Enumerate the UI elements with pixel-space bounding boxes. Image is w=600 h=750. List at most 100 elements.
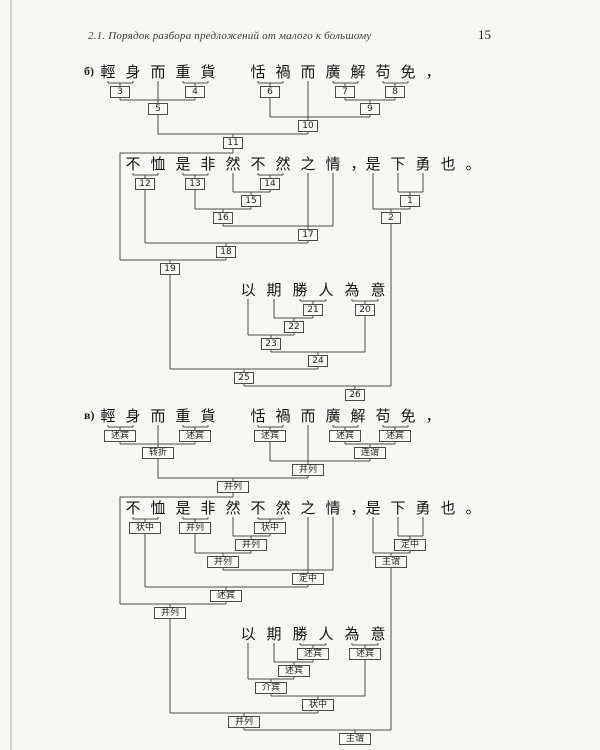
node-b20: 20 (355, 304, 375, 316)
hanzi-char: 不 (125, 155, 141, 173)
hanzi-char: 人 (318, 625, 334, 643)
sentence-line-l1b: 恬禍而廣解苟免， (250, 408, 441, 425)
node-b4: 4 (185, 86, 205, 98)
hanzi-char: 以 (240, 625, 256, 643)
punctuation-char: ， (350, 155, 366, 173)
hanzi-char: 是 (365, 155, 381, 173)
hanzi-char: 也 (440, 155, 456, 173)
section-label: в) (84, 408, 95, 422)
hanzi-char: 勝 (292, 625, 308, 643)
hanzi-char: 非 (200, 499, 216, 517)
hanzi-char: 勝 (292, 281, 308, 299)
sentence-line-l3: 以期勝人為意 (240, 626, 386, 643)
node-b6: 述宾 (254, 430, 286, 442)
node-b9: 9 (360, 103, 380, 115)
node-b3: 述宾 (104, 430, 136, 442)
hanzi-char: 身 (125, 63, 141, 81)
page-number: 15 (478, 27, 491, 42)
node-b14: 14 (260, 178, 280, 190)
node-b24: 状中 (302, 699, 334, 711)
hanzi-char: 下 (390, 499, 406, 517)
hanzi-char: 恤 (150, 499, 166, 517)
punctuation-char: ， (425, 407, 441, 425)
node-b15: 并列 (235, 539, 267, 551)
hanzi-char: 輕 (100, 63, 116, 81)
hanzi-char: 免 (400, 63, 416, 81)
node-b1: 定中 (394, 539, 426, 551)
hanzi-char: 身 (125, 407, 141, 425)
hanzi-char: 苟 (375, 63, 391, 81)
node-b5: 5 (148, 103, 168, 115)
hanzi-char: 下 (390, 155, 406, 173)
punctuation-char: 。 (465, 155, 481, 173)
node-b13: 并列 (179, 522, 211, 534)
hanzi-char: 以 (240, 281, 256, 299)
hanzi-char: 而 (150, 63, 166, 81)
hanzi-char: 然 (225, 499, 241, 517)
node-b17: 定中 (292, 573, 324, 585)
sentence-line-l1a: 輕身而重貨 (100, 64, 216, 81)
node-b9: 连谓 (354, 447, 386, 459)
node-b1: 1 (400, 195, 420, 207)
hanzi-char: 禍 (275, 407, 291, 425)
node-b24: 24 (308, 355, 328, 367)
hanzi-char: 貨 (200, 407, 216, 425)
node-b19: 19 (160, 263, 180, 275)
node-b6: 6 (260, 86, 280, 98)
hanzi-char: 貨 (200, 63, 216, 81)
hanzi-char: 勇 (415, 155, 431, 173)
hanzi-char: 廣 (325, 407, 341, 425)
chapter-header: 2.1. Порядок разбора предложений от мало… (88, 30, 372, 42)
node-b10: 10 (298, 120, 318, 132)
hanzi-char: 禍 (275, 63, 291, 81)
hanzi-char: 是 (365, 499, 381, 517)
hanzi-char: 意 (370, 281, 386, 299)
hanzi-char: 情 (325, 499, 341, 517)
node-b22: 22 (284, 321, 304, 333)
node-b15: 15 (241, 195, 261, 207)
node-b14: 状中 (254, 522, 286, 534)
sentence-line-l2b: 是下勇也。 (365, 500, 481, 517)
node-b10: 并列 (292, 464, 324, 476)
hanzi-char: 然 (275, 155, 291, 173)
hanzi-char: 為 (344, 625, 360, 643)
node-b16: 并列 (207, 556, 239, 568)
node-b17: 17 (298, 229, 318, 241)
hanzi-char: 為 (344, 281, 360, 299)
node-b16: 16 (213, 212, 233, 224)
node-b7: 7 (335, 86, 355, 98)
node-b12: 12 (135, 178, 155, 190)
section-label: б) (84, 64, 94, 78)
hanzi-char: 不 (250, 499, 266, 517)
node-b12: 状中 (129, 522, 161, 534)
node-b7: 述宾 (329, 430, 361, 442)
node-b8: 8 (385, 86, 405, 98)
page-edge-shadow (10, 0, 12, 750)
hanzi-char: 不 (125, 499, 141, 517)
hanzi-char: 而 (300, 63, 316, 81)
hanzi-char: 免 (400, 407, 416, 425)
sentence-line-l3: 以期勝人為意 (240, 282, 386, 299)
punctuation-char: ， (425, 63, 441, 81)
hanzi-char: 是 (175, 499, 191, 517)
hanzi-char: 期 (266, 625, 282, 643)
hanzi-char: 是 (175, 155, 191, 173)
node-b13: 13 (185, 178, 205, 190)
node-b23: 介宾 (255, 682, 287, 694)
node-b2: 主谓 (375, 556, 407, 568)
hanzi-char: 期 (266, 281, 282, 299)
node-b19: 并列 (154, 607, 186, 619)
node-b21: 21 (303, 304, 323, 316)
sentence-line-l1a: 輕身而重貨 (100, 408, 216, 425)
hanzi-char: 苟 (375, 407, 391, 425)
hanzi-char: 恬 (250, 407, 266, 425)
hanzi-char: 然 (275, 499, 291, 517)
node-b21: 述宾 (297, 648, 329, 660)
hanzi-char: 之 (300, 155, 316, 173)
punctuation-char: ， (350, 499, 366, 517)
node-b18: 述宾 (210, 590, 242, 602)
hanzi-char: 重 (175, 407, 191, 425)
hanzi-char: 人 (318, 281, 334, 299)
hanzi-char: 勇 (415, 499, 431, 517)
hanzi-char: 解 (350, 63, 366, 81)
